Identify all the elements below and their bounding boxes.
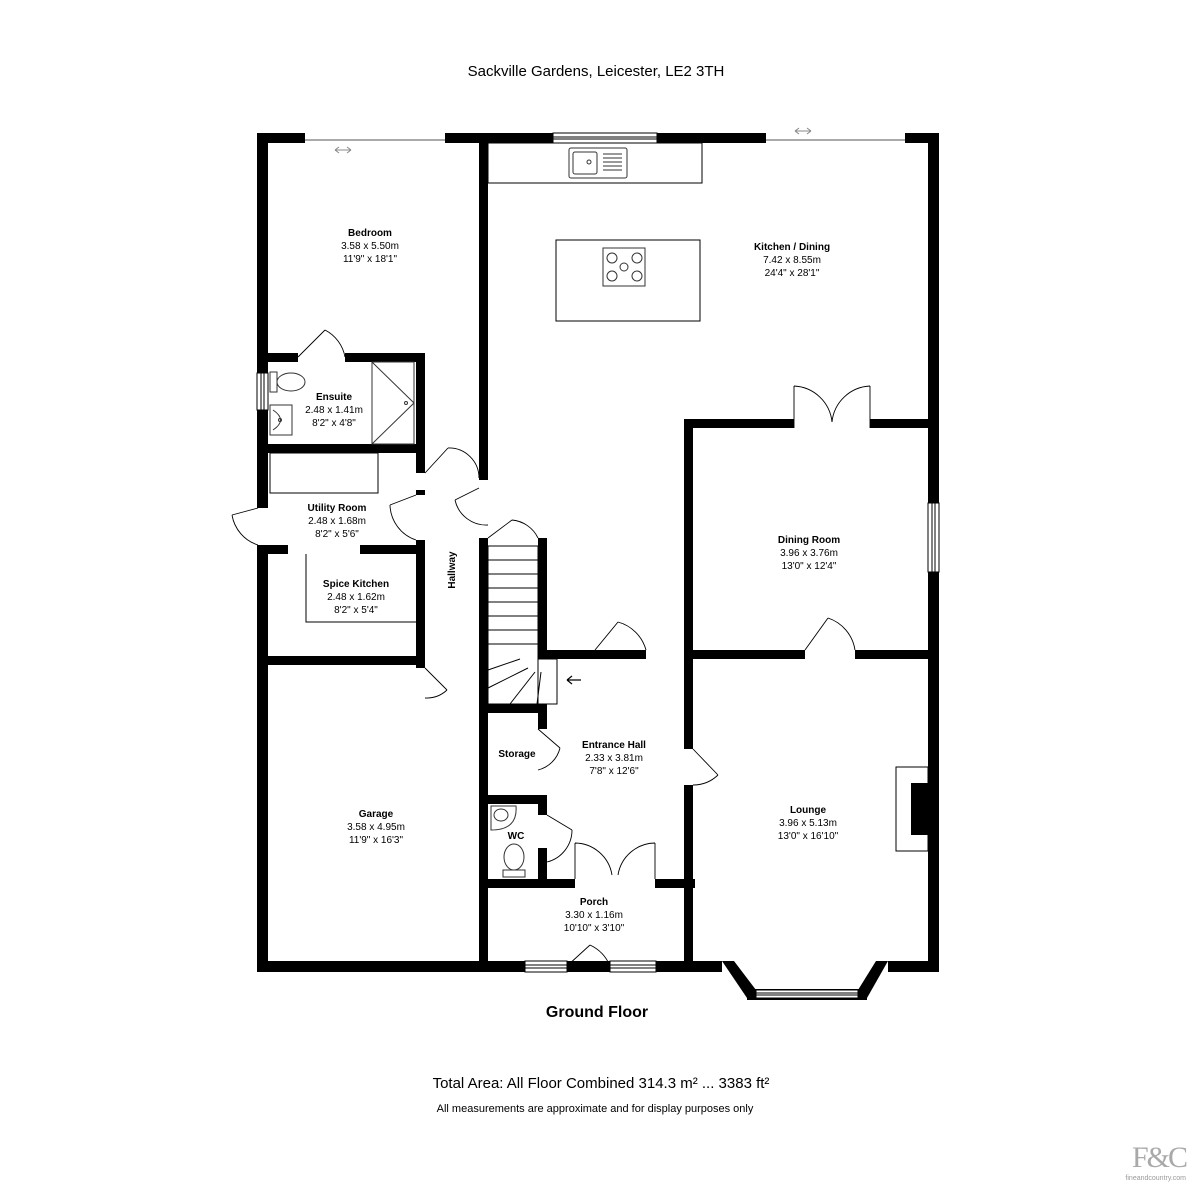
room-dining: Dining Room 3.96 x 3.76m 13'0" x 12'4" [778,535,840,572]
room-name: Ensuite [316,392,353,403]
room-entrance-hall: Entrance Hall 2.33 x 3.81m 7'8" x 12'6" [582,740,646,777]
room-dimension-imperial: 7'8" x 12'6" [589,766,639,777]
room-name: Entrance Hall [582,740,646,751]
room-dimension-metric: 3.96 x 3.76m [780,548,838,559]
room-bedroom: Bedroom 3.58 x 5.50m 11'9" x 18'1" [341,228,399,265]
room-dimension-imperial: 13'0" x 12'4" [782,561,837,572]
sink-icon [568,147,628,179]
room-name: Dining Room [778,535,840,546]
walls [257,133,939,1000]
kitchen-worktop [487,142,703,184]
spice-kitchen-worktop [305,554,416,623]
room-name: Garage [359,809,394,820]
room-garage: Garage 3.58 x 4.95m 11'9" x 16'3" [347,809,405,846]
room-dimension-imperial: 8'2" x 5'4" [334,605,378,616]
room-utility: Utility Room 2.48 x 1.68m 8'2" x 5'6" [308,503,367,540]
staircase [487,545,558,705]
brand-mark: F&C [1131,1141,1188,1174]
room-dimension-metric: 7.42 x 8.55m [763,255,821,266]
room-dimension-imperial: 11'9" x 18'1" [343,254,398,265]
stair-direction-arrow-icon [566,675,581,685]
room-dimension-metric: 2.48 x 1.68m [308,516,366,527]
wc-toilet-icon [502,843,526,878]
room-ensuite: Ensuite 2.48 x 1.41m 8'2" x 4'8" [305,392,363,429]
windows [256,132,940,999]
brand-site: fineandcountry.com [1125,1175,1186,1182]
room-dimension-metric: 2.48 x 1.62m [327,592,385,603]
room-dimension-metric: 3.30 x 1.16m [565,910,623,921]
room-name: Utility Room [308,503,367,514]
room-name: Hallway [447,551,458,589]
room-spice-kitchen: Spice Kitchen 2.48 x 1.62m 8'2" x 5'4" [323,579,389,616]
room-name: WC [508,831,525,842]
hob-icon [602,247,646,287]
room-dimension-imperial: 11'9" x 16'3" [349,835,404,846]
floor-name: Ground Floor [545,1004,649,1021]
room-dimension-metric: 3.96 x 5.13m [779,818,837,829]
sliding-door-arrow-icon [334,127,812,154]
room-porch: Porch 3.30 x 1.16m 10'10" x 3'10" [564,897,625,934]
total-area: Total Area: All Floor Combined 314.3 m² … [432,1075,770,1092]
fireplace-icon [895,766,929,852]
room-hallway: Hallway [447,551,458,589]
wc-basin-icon [490,805,517,831]
room-wc: WC [508,831,525,842]
door-swings [231,329,871,967]
room-dimension-metric: 3.58 x 4.95m [347,822,405,833]
room-name: Bedroom [348,228,392,239]
room-dimension-metric: 2.48 x 1.41m [305,405,363,416]
kitchen-island [555,239,701,322]
room-dimension-metric: 2.33 x 3.81m [585,753,643,764]
room-name: Kitchen / Dining [754,242,830,253]
room-name: Porch [580,897,608,908]
room-dimension-imperial: 8'2" x 4'8" [312,418,356,429]
room-dimension-metric: 3.58 x 5.50m [341,241,399,252]
room-dimension-imperial: 13'0" x 16'10" [778,831,839,842]
room-name: Storage [498,749,536,760]
brand-logo: F&C fineandcountry.com [1125,1141,1188,1182]
disclaimer: All measurements are approximate and for… [436,1103,754,1115]
room-dimension-imperial: 10'10" x 3'10" [564,923,625,934]
basin-icon [269,404,293,436]
shower-tray-icon [371,361,415,445]
room-dimension-imperial: 8'2" x 5'6" [315,529,359,540]
toilet-icon [269,371,306,393]
room-name: Lounge [790,805,827,816]
utility-worktop [269,452,379,494]
room-storage: Storage [498,749,536,760]
room-kitchen-dining: Kitchen / Dining 7.42 x 8.55m 24'4" x 28… [754,242,830,279]
room-dimension-imperial: 24'4" x 28'1" [765,268,820,279]
page-title: Sackville Gardens, Leicester, LE2 3TH [467,63,725,80]
room-lounge: Lounge 3.96 x 5.13m 13'0" x 16'10" [778,805,839,842]
room-name: Spice Kitchen [323,579,389,590]
